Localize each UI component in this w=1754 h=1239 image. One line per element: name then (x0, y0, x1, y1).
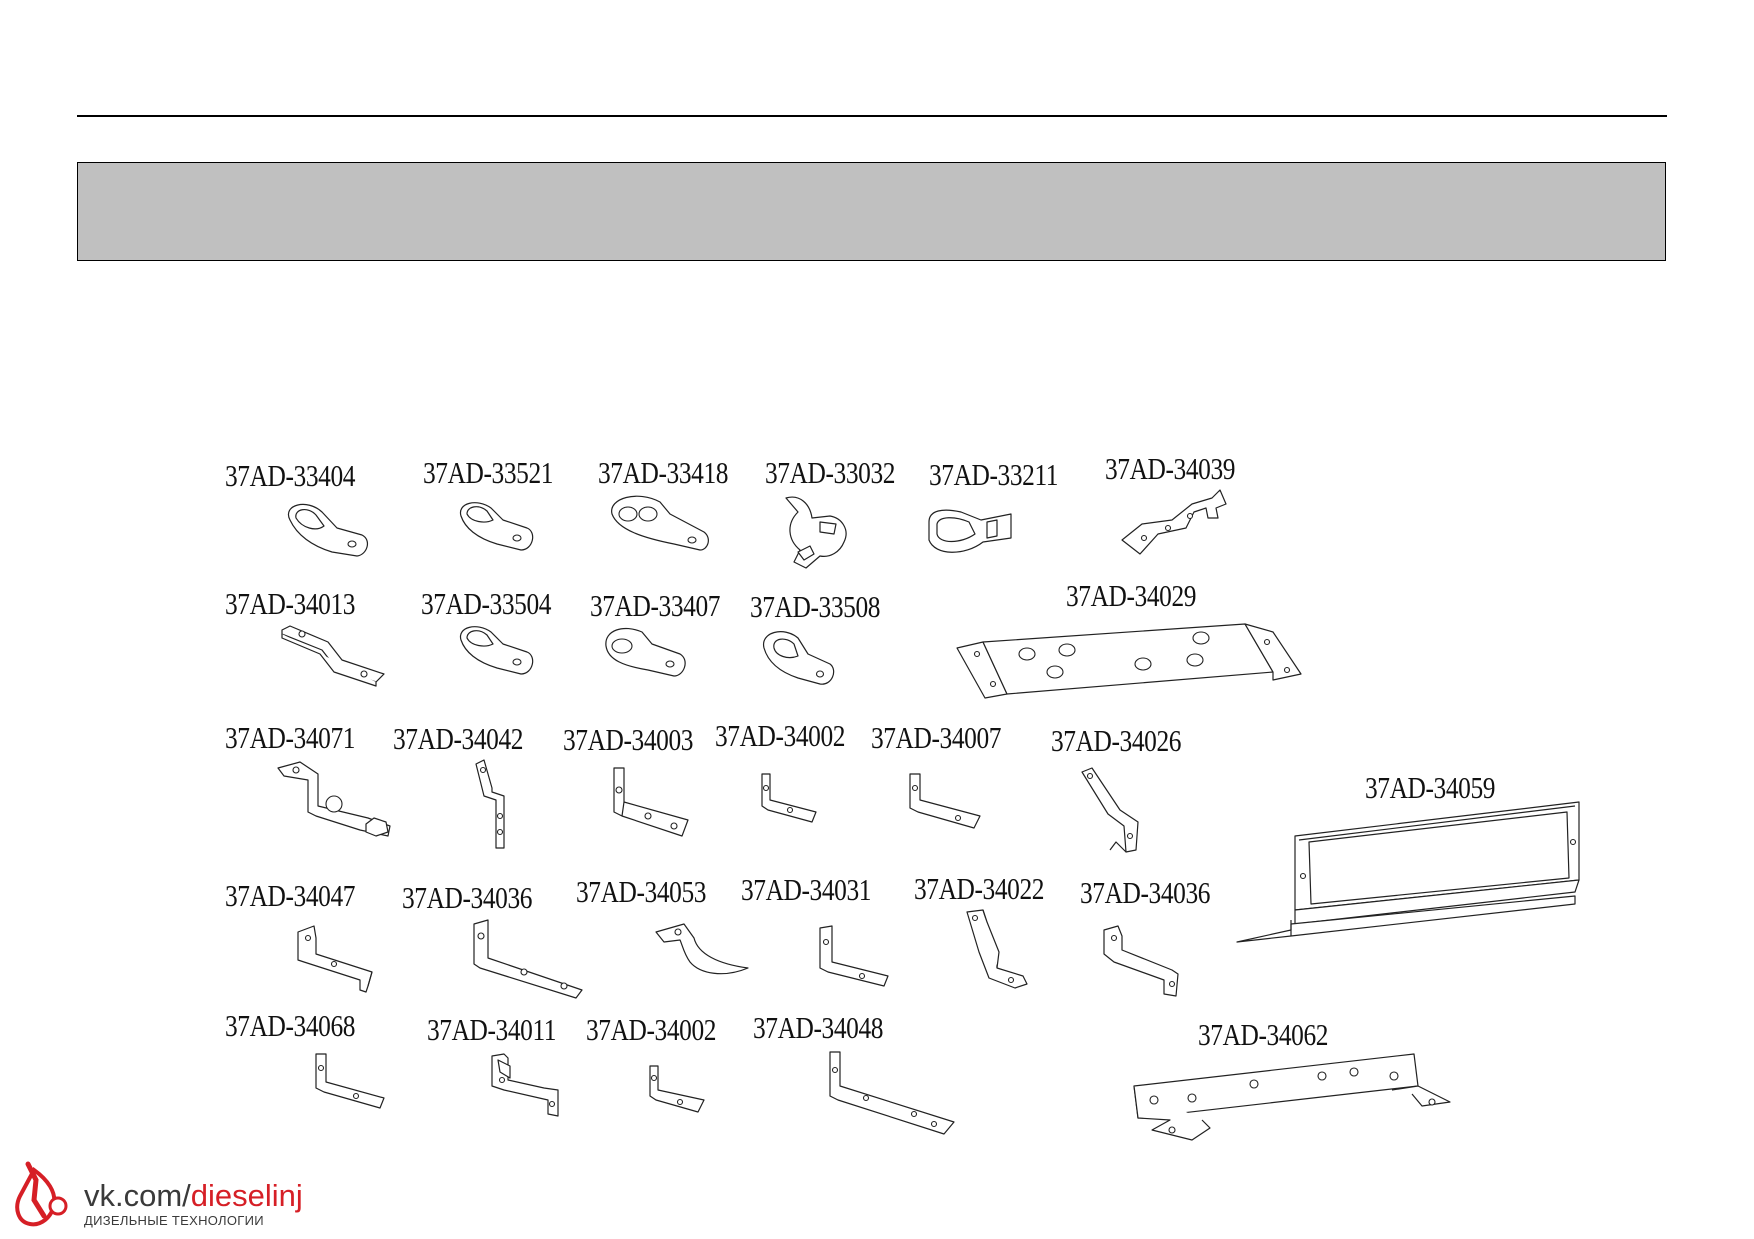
part-label: 37AD-33032 (765, 455, 896, 490)
part-label: 37AD-34026 (1051, 723, 1182, 758)
part-label: 37AD-34062 (1198, 1017, 1329, 1052)
part-label: 37AD-33407 (590, 588, 721, 623)
title-banner (77, 162, 1666, 261)
bracket-part-drawing (819, 925, 889, 987)
plate-part-drawing (1133, 1053, 1451, 1141)
part-label: 37AD-34002 (586, 1012, 717, 1047)
watermark-accent: dieselinj (190, 1178, 303, 1213)
part-label: 37AD-34042 (393, 721, 524, 756)
part-label: 37AD-34022 (914, 871, 1045, 906)
part-label: 37AD-34059 (1365, 770, 1496, 805)
plate-part-drawing (956, 623, 1302, 699)
bracket-part-drawing (761, 773, 817, 823)
bracket-part-drawing (315, 1053, 385, 1109)
part-label: 37AD-34002 (715, 718, 846, 753)
part-label: 37AD-34011 (427, 1012, 557, 1047)
header-rule (77, 115, 1667, 117)
bracket-part-drawing (281, 625, 385, 687)
bracket-part-drawing (297, 925, 373, 993)
dieselinj-logo-icon (15, 1161, 68, 1227)
bracket-part-drawing (491, 1053, 559, 1117)
part-label: 37AD-33211 (929, 457, 1059, 492)
clamp-part-drawing (611, 495, 709, 551)
bracket-part-drawing (829, 1051, 955, 1135)
clamp-part-drawing (928, 509, 1012, 553)
clamp-part-drawing (287, 503, 369, 557)
part-label: 37AD-34039 (1105, 451, 1236, 486)
clamp-part-drawing (459, 502, 534, 551)
part-label: 37AD-34071 (225, 720, 356, 755)
part-label: 37AD-34013 (225, 586, 356, 621)
bracket-part-drawing (966, 909, 1028, 989)
bracket-part-drawing (649, 1065, 705, 1113)
part-label: 37AD-34036 (1080, 875, 1211, 910)
part-label: 37AD-34007 (871, 720, 1002, 755)
bracket-part-drawing (909, 773, 981, 829)
bracket-part-drawing (473, 919, 583, 999)
part-label: 37AD-34036 (402, 880, 533, 915)
part-label: 37AD-34047 (225, 878, 356, 913)
clamp-part-drawing (459, 626, 534, 675)
part-label: 37AD-34031 (741, 872, 872, 907)
clamp-part-drawing (605, 627, 686, 677)
clamp-part-drawing (763, 631, 835, 685)
bracket-part-drawing (613, 767, 689, 837)
panel-part-drawing (1236, 801, 1580, 943)
strap-part-drawing (655, 923, 749, 975)
part-label: 37AD-33418 (598, 455, 729, 490)
clamp-part-drawing (785, 496, 847, 569)
part-label: 37AD-33404 (225, 458, 356, 493)
watermark-subtitle: ДИЗЕЛЬНЫЕ ТЕХНОЛОГИИ (84, 1213, 264, 1228)
bracket-part-drawing (1081, 767, 1139, 853)
bracket-part-drawing (1121, 489, 1227, 555)
watermark-link[interactable]: vk.com/dieselinj (84, 1178, 303, 1214)
part-label: 37AD-34029 (1066, 578, 1197, 613)
part-label: 37AD-33508 (750, 589, 881, 624)
part-label: 37AD-33504 (421, 586, 552, 621)
bracket-part-drawing (475, 759, 505, 849)
bracket-part-drawing (1103, 925, 1179, 997)
part-label: 37AD-34068 (225, 1008, 356, 1043)
part-label: 37AD-34048 (753, 1010, 884, 1045)
bracket-part-drawing (277, 761, 391, 837)
watermark-prefix: vk.com/ (84, 1178, 191, 1213)
part-label: 37AD-34053 (576, 874, 707, 909)
part-label: 37AD-34003 (563, 722, 694, 757)
part-label: 37AD-33521 (423, 455, 554, 490)
